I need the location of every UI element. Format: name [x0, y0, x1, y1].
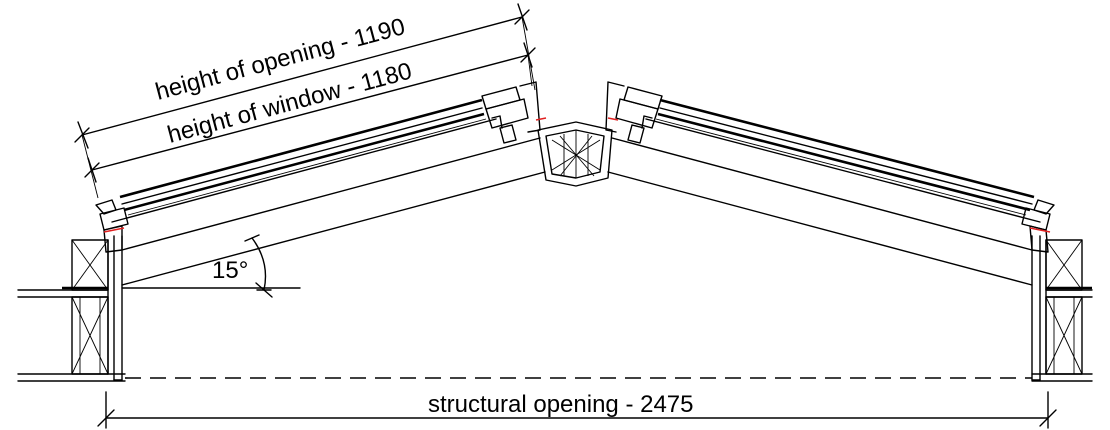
left-wall	[17, 235, 126, 382]
label-angle: 15°	[212, 257, 248, 284]
dimension-structural-opening	[97, 391, 1057, 429]
right-window	[605, 81, 1055, 286]
dimension-angle	[121, 234, 301, 298]
left-window	[95, 81, 547, 286]
right-wall	[1031, 235, 1093, 382]
label-structural-opening: structural opening - 2475	[428, 391, 694, 418]
dimension-height-of-opening	[74, 3, 536, 199]
ridge-beam	[537, 121, 613, 187]
dimension-height-of-window	[84, 42, 536, 183]
